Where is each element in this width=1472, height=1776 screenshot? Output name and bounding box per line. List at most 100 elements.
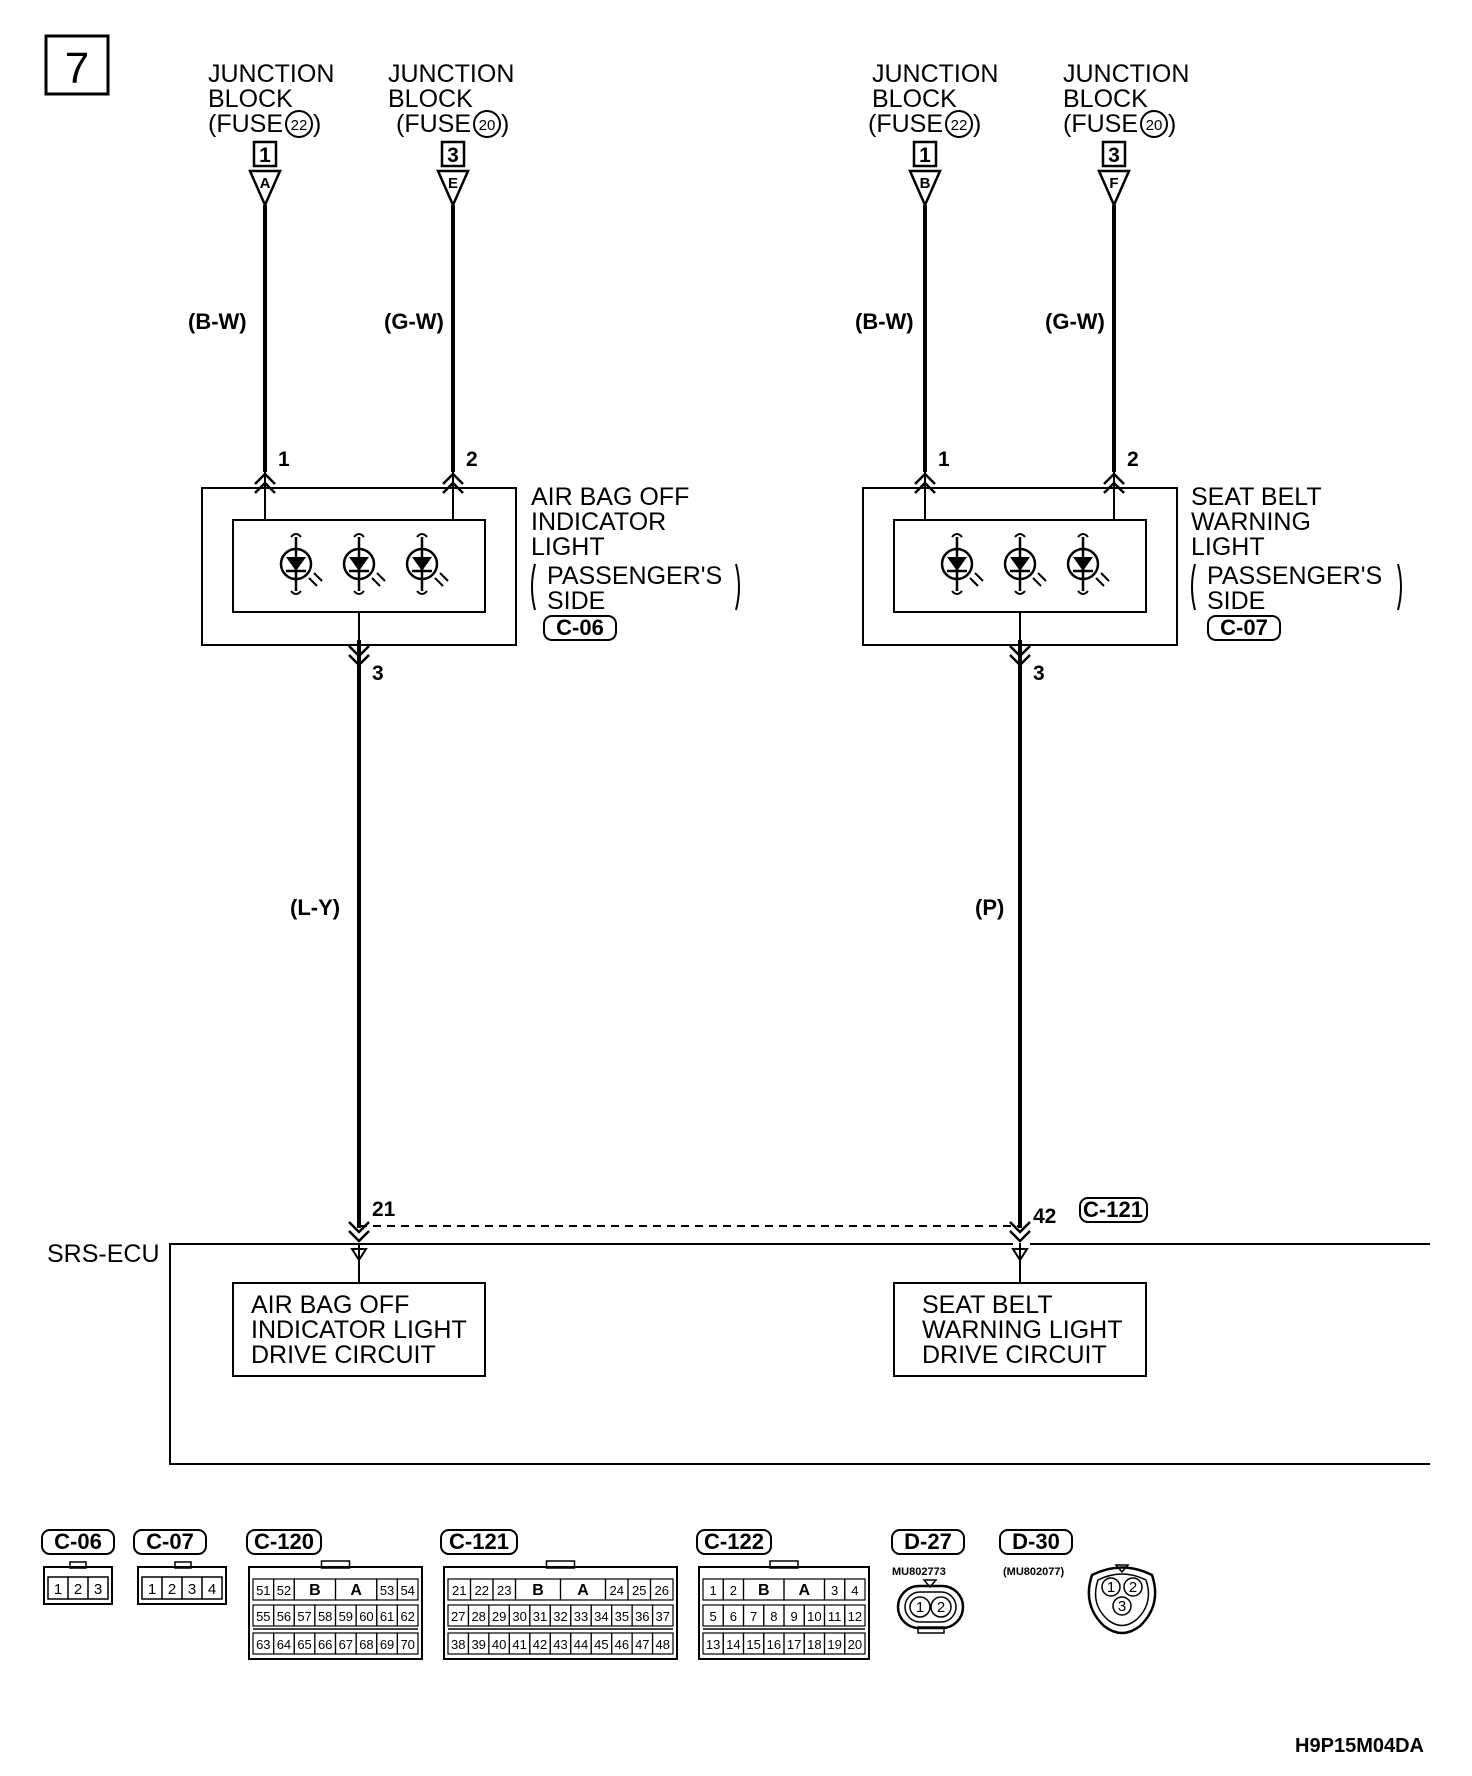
fuse-suffix: ) xyxy=(313,110,321,138)
source-connector: B xyxy=(920,175,931,192)
connector-pin: 5 xyxy=(710,1609,717,1624)
connector-pin: 14 xyxy=(726,1637,740,1652)
srs-ecu: SRS-ECU C-121 AIR BAG OFF INDICATOR LIGH… xyxy=(47,1197,1430,1465)
connector-pin: 22 xyxy=(475,1583,489,1598)
fuse-number: 20 xyxy=(1146,117,1163,134)
connector-pin: 2 xyxy=(168,1581,176,1598)
ecu-name: SRS-ECU xyxy=(47,1240,160,1268)
connector-pin: 32 xyxy=(553,1609,567,1624)
wire-color-label: (B-W) xyxy=(188,309,247,334)
connector-pin: 12 xyxy=(848,1609,862,1624)
connector-pin: 3 xyxy=(1118,1598,1126,1615)
connector-pin: 60 xyxy=(359,1609,373,1624)
connector-part-number: (MU802077) xyxy=(1003,1566,1064,1578)
pin-number: 1 xyxy=(938,448,950,471)
connector-pin: 2 xyxy=(937,1599,945,1616)
led-icon xyxy=(405,532,450,596)
connector-d27: MU802773 1 2 xyxy=(892,1566,965,1634)
fuse-suffix: ) xyxy=(501,110,509,138)
connector-label: C-121 xyxy=(449,1529,509,1554)
connector-pin: A xyxy=(350,1582,362,1599)
connector-label: C-122 xyxy=(704,1529,764,1554)
connector-pin: 64 xyxy=(277,1637,291,1652)
connector-pin: 68 xyxy=(359,1637,373,1652)
fuse-prefix: (FUSE xyxy=(396,110,471,138)
connector-pin: 27 xyxy=(451,1609,465,1624)
connector-pin: 58 xyxy=(318,1609,332,1624)
pin-number: 3 xyxy=(1033,662,1045,685)
source-connector: F xyxy=(1109,175,1118,192)
connector-pin: B xyxy=(532,1582,544,1599)
connector-pin: 44 xyxy=(574,1637,588,1652)
connector-label: D-30 xyxy=(1012,1529,1060,1554)
pin-number: 2 xyxy=(1127,448,1139,471)
connector-pin: 6 xyxy=(730,1609,737,1624)
connector-pin: 52 xyxy=(277,1583,291,1598)
connector-pin: 40 xyxy=(492,1637,506,1652)
source-line1: JUNCTION xyxy=(208,60,334,88)
connector-part-number: MU802773 xyxy=(892,1566,946,1578)
wire-color-label: (P) xyxy=(975,895,1004,920)
connector-pin: 3 xyxy=(831,1583,838,1598)
connector-pin: A xyxy=(577,1582,589,1599)
circuit-label: INDICATOR LIGHT xyxy=(251,1316,467,1344)
connector-id: C-07 xyxy=(1220,615,1268,640)
wire-color-label: (G-W) xyxy=(384,309,444,334)
connector-pin: 10 xyxy=(807,1609,821,1624)
airbag-drive-circuit xyxy=(232,1282,486,1377)
connector-pin: 61 xyxy=(380,1609,394,1624)
source-pin: 3 xyxy=(447,144,459,167)
connector-pin: 39 xyxy=(471,1637,485,1652)
airbag-off-indicator-light: AIR BAG OFF INDICATOR LIGHT PASSENGER'S … xyxy=(201,483,740,646)
connector-pin: 3 xyxy=(188,1581,196,1598)
led-icon xyxy=(940,532,985,596)
connector-pin: 62 xyxy=(400,1609,414,1624)
pin-number: 3 xyxy=(372,662,384,685)
circuit-label: DRIVE CIRCUIT xyxy=(922,1341,1107,1369)
component-label: PASSENGER'S xyxy=(547,562,722,590)
connector-id: C-121 xyxy=(1083,1197,1143,1222)
fuse-prefix: (FUSE xyxy=(1063,110,1138,138)
connector-pin: 57 xyxy=(297,1609,311,1624)
connector-id: C-06 xyxy=(556,615,604,640)
led-icon xyxy=(1003,532,1048,596)
component-label: SEAT BELT xyxy=(1191,483,1322,511)
pin-number: 21 xyxy=(372,1198,396,1221)
connector-pin: 4 xyxy=(208,1581,216,1598)
connector-pin: 23 xyxy=(497,1583,511,1598)
connector-pin: 42 xyxy=(533,1637,547,1652)
connector-pin: 18 xyxy=(807,1637,821,1652)
circuit-label: WARNING LIGHT xyxy=(922,1316,1122,1344)
wire-color-label: (G-W) xyxy=(1045,309,1105,334)
circuit-label: DRIVE CIRCUIT xyxy=(251,1341,436,1369)
led-icon xyxy=(342,532,387,596)
connector-pin: 54 xyxy=(400,1583,414,1598)
fuse-prefix: (FUSE xyxy=(868,110,943,138)
connector-pin: 37 xyxy=(656,1609,670,1624)
component-label: SIDE xyxy=(1207,587,1265,615)
figure-code: H9P15M04DA xyxy=(1295,1735,1424,1757)
source-line1: JUNCTION xyxy=(872,60,998,88)
pin-number: 2 xyxy=(466,448,478,471)
connector-pin: 43 xyxy=(553,1637,567,1652)
connector-pin: 48 xyxy=(656,1637,670,1652)
source-pin: 1 xyxy=(259,144,271,167)
connector-pin: 69 xyxy=(380,1637,394,1652)
connector-c07: 1 2 3 4 xyxy=(137,1561,227,1605)
circuit-label: AIR BAG OFF xyxy=(251,1291,409,1319)
connector-pin: 7 xyxy=(750,1609,757,1624)
connector-pin: 2 xyxy=(1129,1579,1137,1596)
component-label: AIR BAG OFF xyxy=(531,483,689,511)
svg-text:(FUSE: (FUSE xyxy=(1063,110,1138,138)
connector-pin: 59 xyxy=(339,1609,353,1624)
connector-pin: 19 xyxy=(827,1637,841,1652)
connector-label: C-120 xyxy=(254,1529,314,1554)
connector-pin: 66 xyxy=(318,1637,332,1652)
connector-pin: 20 xyxy=(848,1637,862,1652)
connector-pin: 1 xyxy=(54,1581,62,1598)
circuit-label: SEAT BELT xyxy=(922,1291,1053,1319)
